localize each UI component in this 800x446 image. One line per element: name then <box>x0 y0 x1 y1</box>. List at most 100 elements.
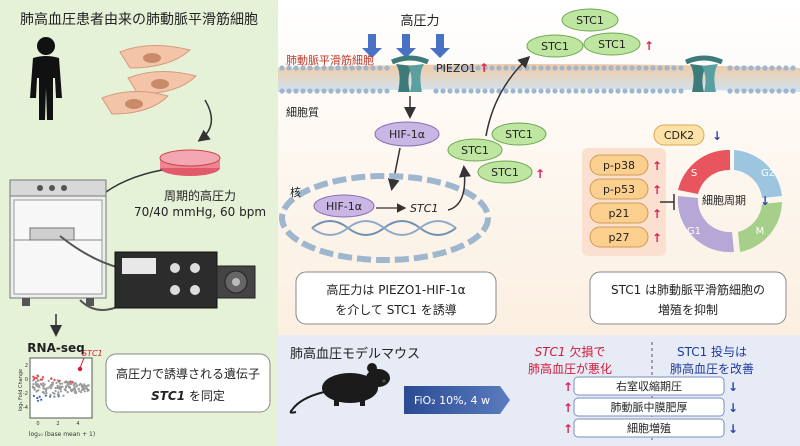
ko-gene: STC1 <box>535 345 566 359</box>
protein-node <box>589 226 649 248</box>
lipid-head <box>671 88 677 94</box>
lipid-head <box>678 88 684 94</box>
protein-up-arrow: ↑ <box>652 231 662 245</box>
ma-point <box>36 389 39 392</box>
cell-cycle-ring: S G2 M G1 <box>677 149 782 253</box>
smooth-muscle-cells <box>101 44 197 115</box>
lipid-head <box>447 65 453 71</box>
lipid-head <box>440 88 446 94</box>
ma-point <box>69 380 72 383</box>
ma-point <box>50 387 53 390</box>
phase-g2: G2 <box>761 168 775 179</box>
lipid-head <box>370 65 376 71</box>
ma-point <box>53 378 56 382</box>
lipid-head <box>545 65 551 71</box>
lipid-head <box>727 88 733 94</box>
lipid-head <box>594 88 600 94</box>
lipid-head <box>755 65 761 71</box>
lipid-head <box>622 88 628 94</box>
ma-point <box>39 378 42 381</box>
lipid-head <box>349 65 355 71</box>
ma-point <box>54 386 57 390</box>
lipid-head <box>545 88 551 94</box>
lipid-head <box>615 88 621 94</box>
lipid-head <box>321 65 327 71</box>
lipid-head <box>482 65 488 71</box>
lipid-head <box>587 88 593 94</box>
lipid-head <box>783 65 789 71</box>
ma-point-stc1 <box>77 366 83 372</box>
membrane-channel-icon <box>684 55 724 92</box>
ma-point <box>80 388 84 391</box>
outcome-label: 肺動脈中膜肥厚 <box>611 400 688 414</box>
outcome-down-arrow: ↓ <box>728 401 738 415</box>
left-panel-title: 肺高血圧患者由来の肺動脈平滑筋細胞 <box>20 11 258 28</box>
stc1-gene-label: STC1 <box>410 202 438 215</box>
lipid-head <box>279 65 285 71</box>
ma-point <box>35 377 38 380</box>
ma-plot-xlabel: log₁₀ (base mean + 1) <box>29 431 95 438</box>
ma-point <box>85 385 88 388</box>
stc1-protein-label: STC1 <box>541 40 569 53</box>
lipid-head <box>454 88 460 94</box>
lipid-head <box>552 88 558 94</box>
gene-to-protein-arrow <box>447 165 471 211</box>
ma-point <box>32 379 35 382</box>
outcome-row <box>573 397 725 417</box>
lipid-head <box>790 65 796 71</box>
lipid-head <box>531 65 537 71</box>
left-summary-rest: を同定 <box>185 388 225 403</box>
condition-banner <box>404 386 510 414</box>
lipid-head <box>734 88 740 94</box>
ma-point <box>78 390 81 393</box>
protein-label: p-p38 <box>603 159 635 172</box>
lipid-head <box>601 88 607 94</box>
ma-point <box>83 383 86 386</box>
lipid-head <box>377 65 383 71</box>
ma-point <box>74 382 77 385</box>
lipid-head <box>370 88 376 94</box>
ma-point <box>54 389 57 393</box>
ma-plot-ylabel: log₂ Fold Change <box>18 369 24 411</box>
ma-point <box>42 387 45 390</box>
stc1-up-arrow: ↑ <box>535 167 545 181</box>
ma-plot-points <box>31 366 90 402</box>
ma-point <box>41 378 44 381</box>
lipid-head <box>496 65 502 71</box>
protein-label: p-p53 <box>603 183 635 196</box>
ma-plot-ytick: -2 <box>23 391 28 397</box>
rnaseq-label: RNA-seq <box>27 341 84 355</box>
ma-point <box>40 383 43 386</box>
lipid-head <box>286 88 292 94</box>
ma-point <box>55 381 58 384</box>
ma-point <box>62 394 65 397</box>
secretion-arrow <box>485 55 531 137</box>
piezo-label: PIEZO1 <box>436 62 476 75</box>
phase-m: M <box>756 226 765 237</box>
lipid-head <box>335 88 341 94</box>
lipid-head <box>307 88 313 94</box>
ma-plot-ytick: -4 <box>23 405 28 411</box>
lipid-head <box>664 65 670 71</box>
stc1-protein-cluster: STC1 STC1 STC1 ↑ <box>447 122 547 184</box>
ma-point <box>41 376 45 379</box>
ma-plot-xtick: 0 <box>36 421 39 427</box>
ma-point <box>75 384 79 387</box>
lipid-head <box>741 88 747 94</box>
ma-point <box>59 390 63 393</box>
ma-point <box>66 383 69 386</box>
ma-point <box>80 384 84 387</box>
lipid-head <box>517 88 523 94</box>
lipid-head <box>475 88 481 94</box>
ko-line1: STC1 欠損で <box>535 344 606 359</box>
lipid-head <box>356 88 362 94</box>
lipid-head <box>650 65 656 71</box>
protein-list: p-p38↑p-p53↑p21↑p27↑ <box>589 154 662 248</box>
outcome-up-arrow: ↑ <box>563 380 573 394</box>
ma-point <box>37 379 40 382</box>
lipid-head <box>461 65 467 71</box>
ma-point <box>44 394 48 397</box>
caption-left-line1: 高圧力は PIEZO1-HIF-1α <box>326 282 465 297</box>
lipid-head <box>580 88 586 94</box>
ma-point <box>59 382 62 385</box>
